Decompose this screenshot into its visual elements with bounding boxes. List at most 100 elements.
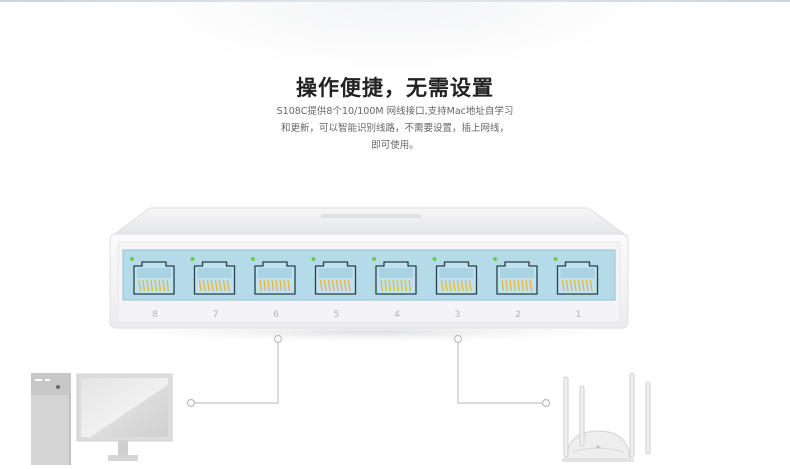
port-led	[190, 257, 195, 261]
port-label-5: 5	[334, 310, 340, 320]
jack-pin	[331, 279, 335, 292]
router-antenna	[645, 381, 651, 455]
jack-pin	[210, 279, 214, 292]
ethernet-port-5	[311, 257, 357, 295]
jack-pin	[517, 279, 521, 292]
jack-pin	[444, 279, 448, 292]
jack-pin	[456, 279, 460, 292]
port-label-7: 7	[213, 310, 219, 320]
connection-lines	[191, 340, 546, 404]
jack-pin	[259, 279, 263, 292]
jack-pin	[327, 279, 331, 292]
port-led	[372, 257, 376, 261]
jack-pin	[154, 279, 158, 292]
jack-pin	[287, 279, 291, 292]
jack-inner	[560, 268, 595, 278]
jack-pin	[392, 279, 396, 292]
jack-pin	[468, 279, 472, 292]
port-led	[493, 257, 497, 261]
wifi-router-icon	[562, 372, 651, 462]
jack-pin	[198, 279, 202, 292]
jack-pin	[569, 279, 573, 292]
jack-pin	[339, 279, 343, 292]
jack-pin	[529, 279, 533, 292]
jack-inner	[379, 268, 413, 278]
port-label-4: 4	[394, 310, 400, 320]
jack-pin	[283, 279, 287, 292]
jack-pin	[380, 279, 384, 292]
jack-inner	[197, 268, 232, 278]
jack-pin	[202, 279, 206, 292]
jack-pin	[166, 279, 170, 292]
jack-pin	[271, 279, 275, 292]
jack-inner	[439, 268, 474, 278]
jack-pin	[501, 279, 505, 292]
router-body	[565, 430, 631, 460]
jack-pin	[396, 279, 400, 292]
jack-pin	[565, 279, 569, 292]
jack-pin	[464, 279, 468, 292]
description-line-3: 即可使用。	[371, 140, 419, 151]
jack-pin	[525, 279, 529, 292]
jack-pin	[335, 279, 339, 292]
jack-pin	[505, 279, 509, 292]
jack-pin	[509, 279, 513, 292]
jack-pin	[513, 279, 517, 292]
jack-pin	[581, 279, 585, 292]
port-led	[311, 257, 316, 261]
description-line-1: S108C提供8个10/100M 网线接口,支持Mac地址自学习	[276, 106, 514, 117]
port-led	[251, 257, 255, 261]
jack-pin	[561, 279, 565, 292]
jack-pin	[218, 279, 222, 292]
section-description: S108C提供8个10/100M 网线接口,支持Mac地址自学习 和更新，可以智…	[225, 103, 565, 154]
jack-pin	[573, 279, 577, 292]
jack-pin	[404, 279, 408, 292]
port-led	[432, 257, 437, 261]
ethernet-port-2	[493, 257, 538, 295]
router-antenna	[629, 372, 635, 458]
jack-pin	[452, 279, 456, 292]
desktop-computer-icon	[31, 373, 173, 465]
jack-pin	[460, 279, 464, 292]
jack-pin	[222, 279, 226, 292]
ethernet-port-1	[553, 257, 599, 295]
jack-inner	[258, 268, 292, 278]
port-led	[130, 257, 134, 261]
jack-pin	[279, 279, 283, 292]
ethernet-port-6	[251, 257, 296, 295]
connection-line-router	[457, 340, 546, 404]
port-label-6: 6	[273, 310, 279, 320]
jack-inner	[318, 268, 353, 278]
jack-pin	[400, 279, 404, 292]
port-led	[553, 257, 558, 261]
jack-pin	[323, 279, 327, 292]
jack-pin	[408, 279, 412, 292]
jack-pin	[589, 279, 593, 292]
port-label-3: 3	[455, 310, 461, 320]
jack-pin	[343, 279, 347, 292]
router-antenna	[579, 385, 585, 447]
jack-pin	[142, 279, 146, 292]
jack-inner	[137, 268, 171, 278]
ethernet-port-3	[432, 257, 478, 295]
background-glow	[130, 2, 660, 72]
connection-line-computer	[191, 340, 279, 404]
switch-top-lid	[110, 207, 629, 237]
jack-pin	[267, 279, 271, 292]
monitor-screen	[81, 378, 168, 437]
jack-pin	[275, 279, 279, 292]
connector-node	[541, 398, 551, 408]
jack-pin	[347, 279, 351, 292]
jack-pin	[214, 279, 218, 292]
jack-pin	[448, 279, 452, 292]
connector-node	[453, 334, 463, 344]
connector-node	[186, 398, 196, 408]
ethernet-port-8	[130, 257, 175, 295]
jack-pin	[162, 279, 166, 292]
brand-logo	[321, 214, 421, 218]
port-label-1: 1	[576, 310, 582, 320]
jack-pin	[577, 279, 581, 292]
jack-pin	[206, 279, 210, 292]
